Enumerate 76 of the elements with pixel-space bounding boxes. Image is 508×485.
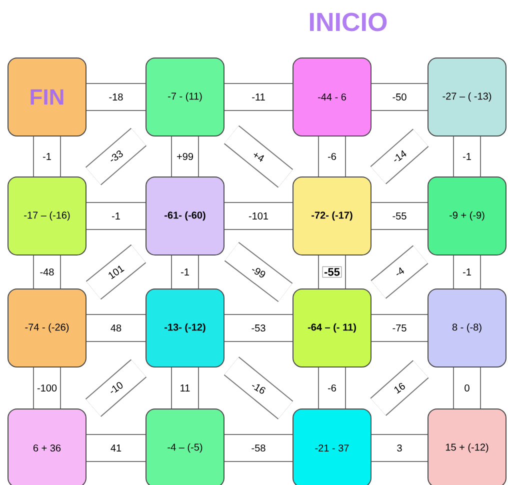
edge-label: -33 bbox=[106, 147, 126, 166]
maze-box: 6 + 36 bbox=[8, 408, 86, 485]
path-corridor bbox=[86, 202, 146, 230]
edge-label: -14 bbox=[390, 147, 410, 166]
edge-label: -6 bbox=[326, 382, 338, 394]
path-corridor bbox=[85, 128, 146, 186]
edge-label: -55 bbox=[390, 211, 408, 221]
edge-label: -99 bbox=[248, 263, 269, 281]
path-corridor bbox=[318, 136, 346, 176]
maze-box: -64 – (- 11) bbox=[292, 288, 372, 368]
path-corridor bbox=[224, 202, 292, 230]
edge-label: +99 bbox=[175, 151, 195, 162]
path-corridor bbox=[171, 368, 199, 408]
maze-box: -4 – (-5) bbox=[146, 408, 224, 485]
path-corridor bbox=[372, 434, 428, 462]
maze-box: -17 – (-16) bbox=[8, 176, 86, 256]
path-corridor bbox=[318, 256, 346, 288]
path-corridor bbox=[370, 360, 429, 416]
edge-label: -1 bbox=[461, 152, 473, 162]
edge-label: -75 bbox=[390, 323, 408, 333]
path-corridor bbox=[33, 256, 61, 288]
edge-label: -55 bbox=[322, 266, 342, 278]
edge-label: -1 bbox=[461, 267, 473, 277]
path-corridor bbox=[318, 368, 346, 408]
maze-box: -21 - 37 bbox=[292, 408, 372, 485]
maze-box: FIN bbox=[8, 58, 86, 136]
path-corridor bbox=[224, 314, 292, 342]
path-corridor bbox=[86, 434, 146, 462]
path-corridor bbox=[224, 242, 293, 302]
path-corridor bbox=[86, 83, 146, 111]
path-corridor bbox=[86, 244, 146, 300]
path-corridor bbox=[224, 125, 294, 188]
edge-label: -101 bbox=[247, 210, 270, 222]
path-corridor bbox=[85, 359, 147, 417]
start-label: INICIO bbox=[310, 12, 387, 32]
edge-label: -4 bbox=[392, 264, 408, 280]
edge-label: -1 bbox=[179, 267, 191, 277]
path-corridor bbox=[33, 368, 61, 408]
path-corridor bbox=[171, 136, 199, 176]
edge-label: 101 bbox=[105, 262, 127, 282]
edge-label: 0 bbox=[462, 382, 472, 394]
edge-label: 11 bbox=[178, 383, 192, 393]
edge-label: -16 bbox=[248, 379, 269, 397]
edge-label: -11 bbox=[250, 92, 267, 102]
path-corridor bbox=[372, 83, 428, 111]
maze-box: -9 + (-9) bbox=[428, 176, 506, 256]
edge-label: 41 bbox=[108, 443, 124, 453]
edge-label: -6 bbox=[326, 151, 338, 162]
maze-box: 15 + (-12) bbox=[428, 408, 506, 485]
path-corridor bbox=[224, 83, 292, 111]
path-corridor bbox=[370, 128, 429, 184]
path-corridor bbox=[86, 314, 146, 342]
maze-box: -61- (-60) bbox=[146, 176, 224, 256]
maze-box: -44 - 6 bbox=[292, 58, 372, 136]
path-corridor bbox=[33, 136, 61, 176]
edge-label: +4 bbox=[250, 148, 268, 164]
maze-box: -74 - (-26) bbox=[8, 288, 86, 368]
path-corridor bbox=[372, 314, 428, 342]
edge-label: -1 bbox=[41, 152, 53, 162]
path-corridor bbox=[453, 256, 481, 288]
edge-label: -1 bbox=[110, 211, 122, 221]
path-corridor bbox=[370, 245, 428, 299]
maze-box: -72- (-17) bbox=[292, 176, 372, 256]
edge-label: 16 bbox=[390, 380, 408, 396]
path-corridor bbox=[224, 434, 292, 462]
maze-box: -13- (-12) bbox=[146, 288, 224, 368]
edge-label: -10 bbox=[106, 378, 126, 398]
path-corridor bbox=[171, 256, 199, 288]
edge-label: 3 bbox=[395, 442, 404, 454]
path-corridor bbox=[372, 202, 428, 230]
maze-box: 8 - (-8) bbox=[428, 288, 506, 368]
path-corridor bbox=[453, 136, 481, 176]
path-corridor bbox=[224, 356, 294, 420]
path-corridor bbox=[453, 368, 481, 408]
maze-box: -27 – ( -13) bbox=[428, 58, 506, 136]
maze-box: -7 - (11) bbox=[146, 58, 224, 136]
